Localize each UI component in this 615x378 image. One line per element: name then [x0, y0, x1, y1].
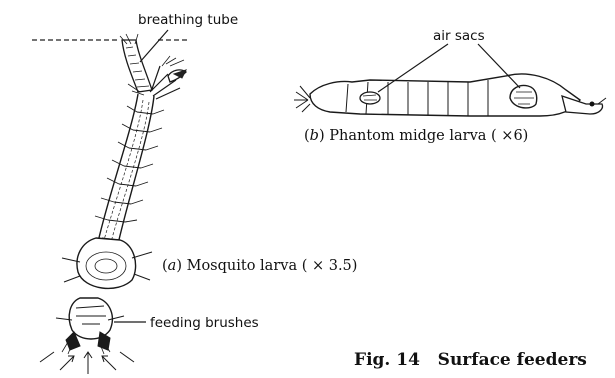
abdomen-setae — [95, 106, 164, 222]
larva-tail-fan — [294, 86, 310, 112]
air-sac-posterior — [360, 92, 380, 104]
feeding-brushes-label: feeding brushes — [150, 315, 259, 331]
air-sac-anterior — [510, 86, 537, 108]
larva-antenna — [598, 98, 606, 104]
breathing-tube-leader — [140, 30, 168, 62]
feeding-brush-right — [98, 332, 110, 350]
larva-eye — [590, 102, 595, 107]
breathing-tube-label: breathing tube — [138, 12, 238, 28]
thorax — [77, 238, 136, 288]
phantom-midge-caption: (b) Phantom midge larva ( ×6) — [304, 128, 528, 144]
abdomen-outline-left — [98, 94, 138, 242]
current-arrows — [40, 352, 134, 374]
figure-title: Fig. 14 Surface feeders — [354, 350, 587, 370]
larva-head — [562, 96, 603, 114]
larva-body — [310, 74, 580, 116]
mosquito-caption: (a) Mosquito larva ( × 3.5) — [162, 258, 357, 274]
head — [69, 298, 112, 339]
air-sacs-label: air sacs — [433, 28, 485, 44]
phantom-midge-larva — [294, 44, 606, 116]
